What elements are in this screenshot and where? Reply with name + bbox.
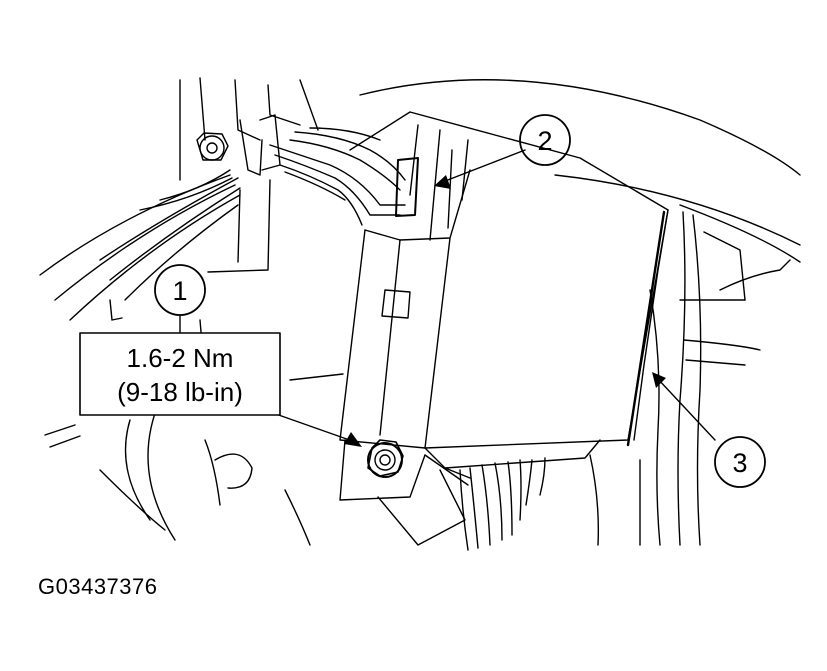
callout-circle-2 (519, 114, 571, 166)
torque-spec-box (79, 332, 281, 416)
callout-label-2: 2 (537, 126, 552, 156)
figure-id: G03437376 (38, 574, 158, 599)
arrowhead-to-connector (434, 175, 451, 189)
arrowheads (344, 175, 666, 447)
callout-circle-3 (714, 436, 766, 488)
connector-wires (269, 127, 406, 226)
module-body (339, 111, 669, 479)
upper-nut (196, 132, 229, 161)
steering-column-lines (589, 211, 791, 546)
wiring-harness-lower (459, 457, 546, 551)
mounting-bracket (179, 77, 319, 273)
mounting-screw-icon (367, 439, 404, 478)
torque-spec-imperial: (9-18 lb-in) (117, 377, 243, 407)
leader-lines (179, 149, 716, 444)
lower-bracket (339, 439, 469, 546)
steering-column-shroud (359, 79, 801, 263)
callout-label-3: 3 (732, 448, 747, 478)
torque-spec-metric: 1.6-2 Nm (127, 343, 234, 373)
arrowhead-to-module (652, 372, 666, 388)
callout-circle-1 (154, 264, 206, 316)
wiring-harness-left (39, 169, 241, 321)
connector-plug (395, 157, 419, 217)
arrowhead-to-screw (344, 432, 362, 447)
callout-label-1: 1 (172, 276, 187, 306)
